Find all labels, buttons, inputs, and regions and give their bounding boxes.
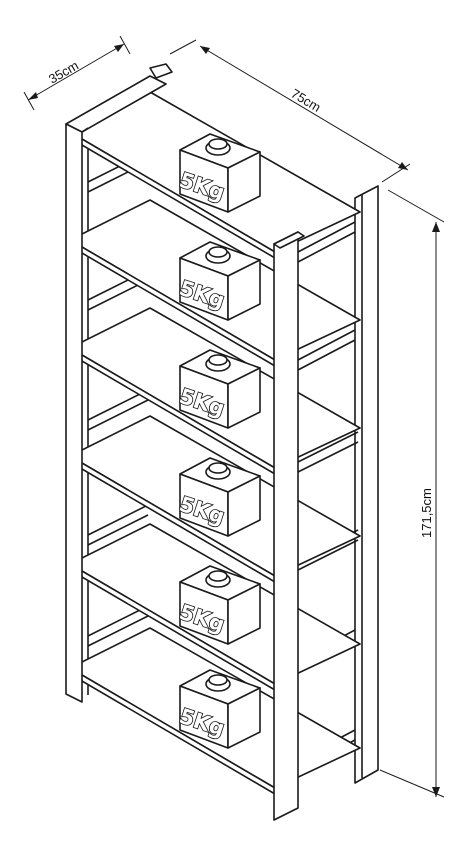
rear-frame bbox=[87, 140, 379, 784]
depth-label: 35cm bbox=[46, 58, 81, 87]
width-label: 75cm bbox=[288, 86, 323, 115]
weight-block: 5Kg bbox=[176, 565, 261, 645]
weight-block: 5Kg bbox=[176, 241, 261, 321]
front-right-post bbox=[273, 231, 305, 821]
weight-block: 5Kg bbox=[176, 133, 261, 213]
height-dimension: 171,5cm bbox=[379, 189, 445, 798]
front-left-post bbox=[65, 123, 89, 703]
height-label: 171,5cm bbox=[419, 488, 434, 538]
weight-block: 5Kg bbox=[176, 349, 261, 429]
width-dimension: 75cm bbox=[169, 39, 411, 183]
weight-block: 5Kg bbox=[176, 457, 261, 537]
